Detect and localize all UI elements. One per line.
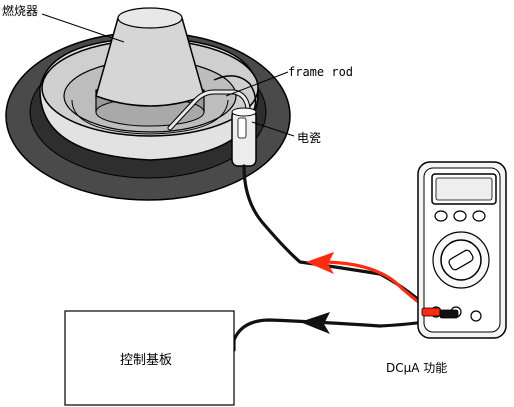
red-probe-wire: [318, 260, 434, 314]
ceramic-label: 电瓷: [297, 131, 321, 145]
burner-leader: [41, 13, 125, 43]
burner-label: 燃烧器: [2, 3, 38, 18]
control-board-label: 控制基板: [120, 353, 172, 368]
frame-rod-leader: [225, 71, 289, 97]
multimeter-icon: [417, 161, 507, 339]
current-flow-arrow-red-icon: [306, 252, 334, 274]
frame-rod-label: frame rod: [288, 65, 353, 79]
return-wire: [232, 316, 448, 352]
ceramic-leader: [251, 121, 295, 137]
ceramic-insulator-icon: [231, 107, 257, 167]
control-board: [64, 310, 235, 406]
current-flow-arrow-black-icon: [300, 312, 330, 334]
burner-icon: [5, 7, 291, 201]
frame-rod-icon: [167, 75, 257, 131]
meter-function-label: DCμA 功能: [386, 361, 447, 375]
